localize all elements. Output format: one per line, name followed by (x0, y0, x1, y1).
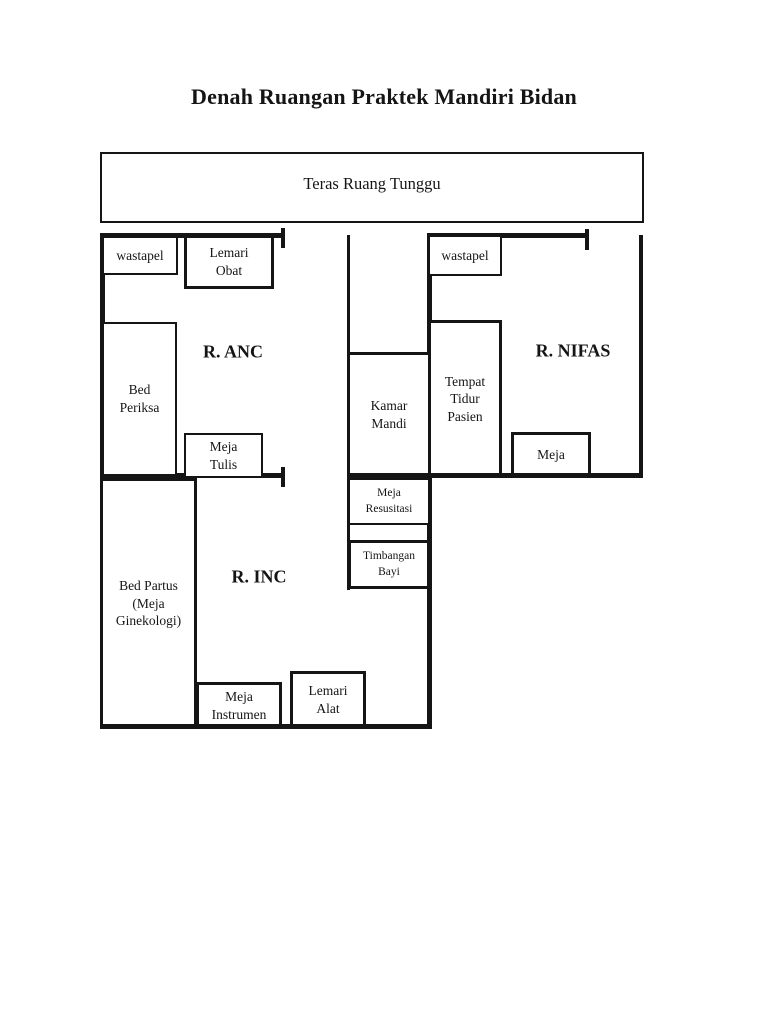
bed-partus-label: Bed Partus (Meja Ginekologi) (115, 578, 182, 629)
wastapel-right-label: wastapel (441, 247, 489, 263)
bed-partus-box: Bed Partus (Meja Ginekologi) (100, 478, 197, 729)
wall-bottom-nifas (427, 473, 643, 478)
wastapel-left-box: wastapel (102, 236, 178, 275)
wastapel-right-box: wastapel (428, 235, 502, 276)
lemari-alat-box: Lemari Alat (290, 671, 366, 729)
room-label-anc: R. ANC (202, 341, 264, 362)
kamar-mandi-room: Kamar Mandi (347, 352, 431, 478)
door-jamb-nifas-top (585, 229, 589, 250)
lemari-obat-box: Lemari Obat (184, 235, 274, 289)
meja-tulis-box: Meja Tulis (184, 433, 263, 478)
wall-top-nifas (427, 233, 589, 238)
meja-resusitasi-box: Meja Resusitasi (348, 478, 430, 525)
teras-ruang-tunggu-label: Teras Ruang Tunggu (303, 173, 441, 193)
door-jamb-anc-top (281, 228, 285, 248)
wastapel-left-label: wastapel (116, 247, 164, 263)
teras-ruang-tunggu-box: Teras Ruang Tunggu (100, 152, 644, 223)
meja-instrumen-label: Meja Instrumen (211, 688, 267, 722)
room-label-nifas: R. NIFAS (535, 340, 611, 361)
tempat-tidur-pasien-label: Tempat Tidur Pasien (444, 373, 486, 424)
tempat-tidur-pasien-box: Tempat Tidur Pasien (428, 320, 502, 478)
wall-bottom-kamar-mandi (347, 473, 432, 478)
wall-right (639, 235, 643, 478)
door-jamb-inc (281, 467, 285, 487)
kamar-mandi-label: Kamar Mandi (370, 398, 408, 431)
meja-resusitasi-label: Meja Resusitasi (365, 486, 413, 515)
timbangan-bayi-box: Timbangan Bayi (348, 540, 430, 589)
meja-nifas-label: Meja (537, 447, 565, 463)
room-label-inc: R. INC (231, 566, 287, 587)
meja-nifas-box: Meja (511, 432, 591, 478)
wall-mid-connector (347, 478, 350, 590)
page-title: Denah Ruangan Praktek Mandiri Bidan (191, 84, 577, 109)
meja-tulis-label: Meja Tulis (209, 438, 238, 472)
bed-periksa-label: Bed Periksa (119, 382, 160, 415)
lemari-alat-label: Lemari Alat (308, 683, 348, 716)
lemari-obat-label: Lemari Obat (209, 245, 249, 278)
timbangan-bayi-label: Timbangan Bayi (363, 549, 415, 578)
meja-instrumen-box: Meja Instrumen (196, 682, 282, 729)
wall-bottom-inc (100, 724, 432, 729)
bed-periksa-box: Bed Periksa (102, 322, 177, 476)
